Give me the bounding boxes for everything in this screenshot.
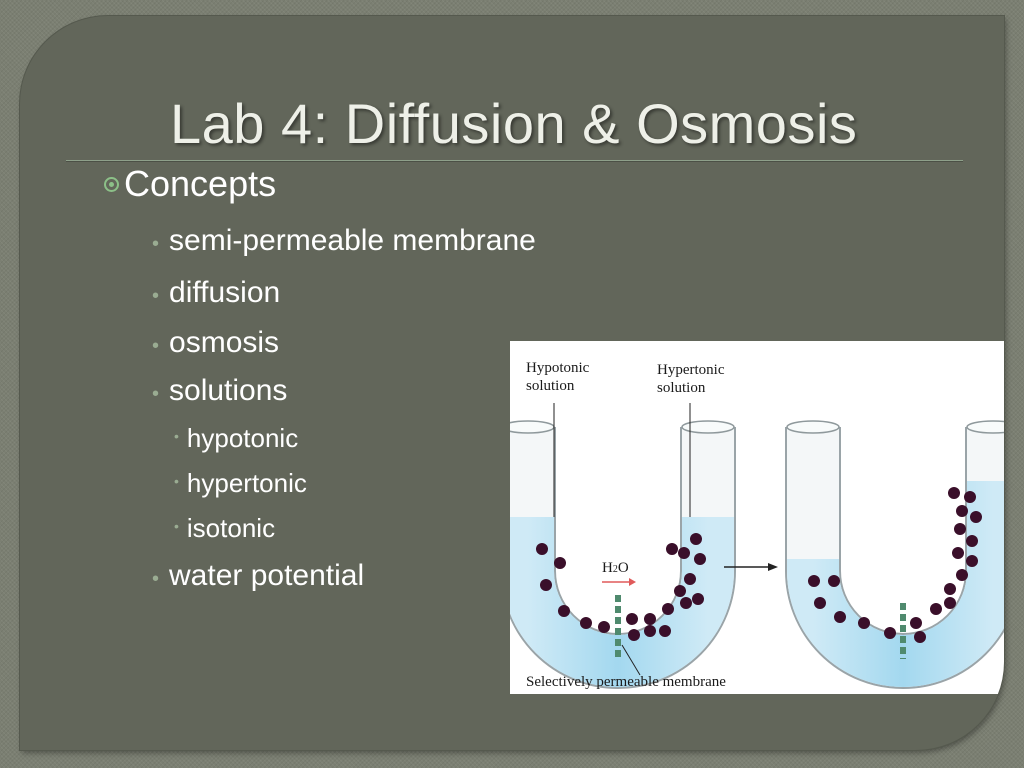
solute-particles: [536, 487, 982, 643]
solute-particle: [884, 627, 896, 639]
solute-particle: [662, 603, 674, 615]
bullet-text: water potential: [169, 559, 365, 592]
bullet-text: diffusion: [169, 276, 281, 309]
bullet-item: • semi-permeable membrane: [152, 224, 536, 258]
slide: Lab 4: Diffusion & Osmosis Concepts • se…: [20, 16, 1004, 750]
sub-bullet-item: • hypotonic: [174, 423, 298, 454]
solute-particle: [628, 629, 640, 641]
label-hypertonic-line2: solution: [657, 380, 706, 396]
water-left: [510, 517, 734, 687]
solute-particle: [580, 617, 592, 629]
tube-rim-right-b: [966, 420, 1004, 434]
solute-particle: [910, 617, 922, 629]
solute-particle: [659, 625, 671, 637]
tube-rim-right-a: [786, 420, 840, 434]
label-hypotonic-line2: solution: [526, 378, 575, 394]
tube-rim-left-a: [510, 420, 555, 434]
u-tube-diagram: [510, 403, 1004, 689]
sub-bullet-item: • isotonic: [174, 513, 275, 544]
solute-particle: [948, 487, 960, 499]
label-hypertonic-line1: Hypertonic: [657, 362, 725, 378]
label-membrane: Selectively permeable membrane: [526, 674, 726, 690]
solute-particle: [966, 555, 978, 567]
solute-particle: [680, 597, 692, 609]
solute-particle: [952, 547, 964, 559]
bullet-text: solutions: [169, 374, 288, 407]
solute-particle: [914, 631, 926, 643]
h2o-arrow-head: [629, 578, 636, 586]
solute-particle: [814, 597, 826, 609]
solute-particle: [626, 613, 638, 625]
tube-rim-left-b: [681, 420, 735, 434]
solute-particle: [540, 579, 552, 591]
solute-particle: [694, 553, 706, 565]
solute-particle: [954, 523, 966, 535]
bullet-item: • solutions: [152, 374, 287, 408]
concepts-heading: Concepts: [124, 163, 277, 204]
solute-particle: [956, 569, 968, 581]
sub-bullet-item: • hypertonic: [174, 468, 307, 499]
solute-particle: [558, 605, 570, 617]
solute-particle: [956, 505, 968, 517]
sub-bullet-text: hypotonic: [186, 423, 299, 453]
solute-particle: [966, 535, 978, 547]
solute-particle: [930, 603, 942, 615]
bullet-dot-icon: •: [152, 568, 160, 590]
solute-particle: [690, 533, 702, 545]
bullet-item: • water potential: [152, 559, 364, 593]
solute-particle: [666, 543, 678, 555]
sub-bullet-text: hypertonic: [186, 468, 307, 498]
osmosis-figure: Hypotonic solution Hypertonic solution H…: [510, 341, 1004, 694]
h2o-h: H: [602, 560, 613, 576]
solute-particle: [684, 573, 696, 585]
label-h2o: H2O: [602, 559, 629, 579]
solute-particle: [678, 547, 690, 559]
sub-bullet-text: isotonic: [186, 513, 276, 543]
sub-bullet-dot-icon: •: [174, 473, 179, 489]
solute-particle: [644, 625, 656, 637]
h2o-o: O: [617, 560, 629, 576]
solute-particle: [554, 557, 566, 569]
bullet-dot-icon: •: [152, 335, 160, 357]
solute-particle: [808, 575, 820, 587]
solute-particle: [692, 593, 704, 605]
solute-particle: [644, 613, 656, 625]
bullet-dot-icon: •: [152, 285, 160, 307]
h2o-sub: 2: [612, 564, 618, 575]
bullet-concepts: Concepts: [104, 166, 276, 202]
circle-bullet-icon: [104, 176, 119, 192]
solute-particle: [964, 491, 976, 503]
bullet-item: • osmosis: [152, 326, 279, 360]
solute-particle: [598, 621, 610, 633]
transition-arrow-head: [768, 563, 778, 571]
solute-particle: [970, 511, 982, 523]
solute-particle: [944, 597, 956, 609]
label-hypertonic: Hypertonic solution: [657, 361, 724, 397]
bullet-text: semi-permeable membrane: [169, 224, 536, 257]
bullet-dot-icon: •: [152, 383, 160, 405]
pointer-membrane: [621, 644, 641, 676]
slide-title: Lab 4: Diffusion & Osmosis: [170, 92, 858, 155]
solute-particle: [536, 543, 548, 555]
bullet-dot-icon: •: [152, 233, 160, 255]
solute-particle: [858, 617, 870, 629]
solute-particle: [834, 611, 846, 623]
sub-bullet-dot-icon: •: [174, 428, 179, 444]
sub-bullet-dot-icon: •: [174, 518, 179, 534]
title-divider: [66, 160, 963, 162]
solute-particle: [828, 575, 840, 587]
solute-particle: [944, 583, 956, 595]
bullet-item: • diffusion: [152, 276, 280, 310]
label-hypotonic: Hypotonic solution: [526, 359, 589, 395]
solute-particle: [674, 585, 686, 597]
label-hypotonic-line1: Hypotonic: [526, 360, 590, 376]
bullet-text: osmosis: [169, 326, 280, 359]
